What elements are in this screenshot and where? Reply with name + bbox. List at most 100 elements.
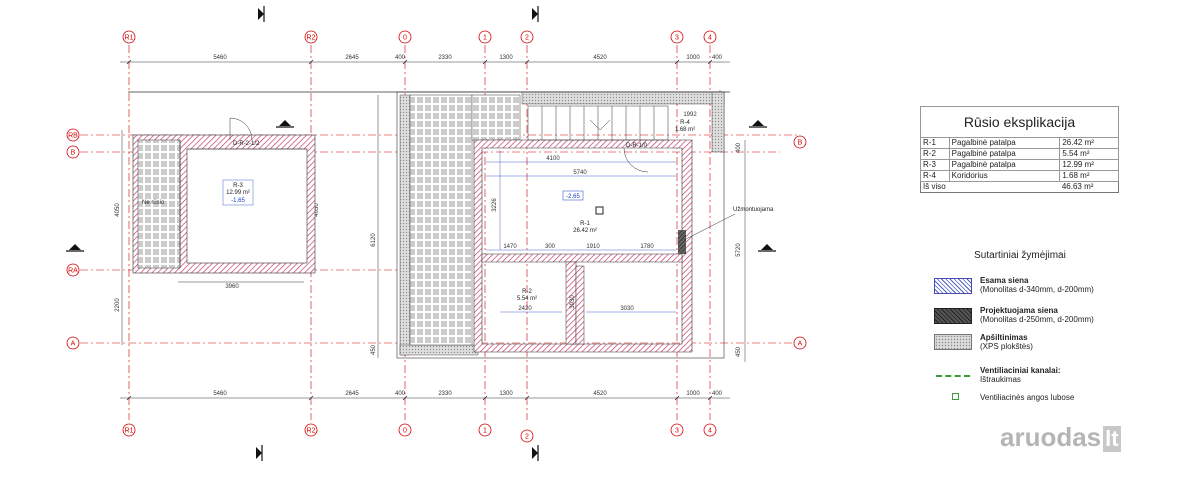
legend-projected-wall: Projektuojama siena (Monolitas d-250mm, … [980, 306, 1094, 324]
legend-projected-sub: (Monolitas d-250mm, d-200mm) [980, 315, 1094, 324]
legend-vent-sub: Ištraukimas [980, 375, 1021, 384]
row-code: R-1 [920, 137, 950, 149]
dim-top: 2330 [438, 55, 452, 61]
table-row: R-2 Pagalbinė patalpa 5.54 m² [920, 148, 1119, 160]
row-code: R-2 [920, 148, 950, 160]
row-area: 12.99 m² [1059, 159, 1119, 171]
dim-room1: 300 [545, 244, 556, 250]
existing-wall-swatch [934, 278, 972, 294]
total-label: Iš viso [923, 182, 946, 191]
room-r1-door: D-R-1/0 [626, 143, 648, 149]
watermark-suffix: lt [1103, 426, 1121, 452]
dim-top: 4520 [593, 55, 607, 61]
dim-right: 400 [736, 142, 742, 153]
projected-wall-swatch [934, 308, 972, 324]
axis-left-label: RA [68, 268, 78, 275]
axis-bottom-label: 1 [483, 428, 487, 435]
axis-top-label: 3 [675, 35, 679, 42]
dim-bottom: 2645 [345, 391, 359, 397]
dim-bottom: 1300 [499, 391, 513, 397]
outside-label: Ne rūsio [142, 200, 165, 206]
axis-top-label: R1 [125, 35, 134, 42]
room-r1-level: -2.65 [566, 194, 580, 200]
table-row: R-4 Koridorius 1.68 m² [920, 170, 1119, 182]
room-r2-code: R-2 [522, 289, 532, 295]
dim-room2: 3030 [620, 306, 634, 312]
total-row: Iš viso 46.63 m² [921, 182, 1119, 193]
dim-bottom: 1000 [686, 391, 700, 397]
room-r4-area: 1.68 m² [675, 127, 695, 133]
row-name: Koridorius [948, 170, 1061, 182]
legend-vent-channels: Ventiliaciniai kanalai: Ištraukimas [980, 366, 1060, 384]
row-area: 26.42 m² [1059, 137, 1119, 149]
axis-top-label: 1 [483, 35, 487, 42]
axis-top-label: 4 [708, 35, 712, 42]
dim-room1: 1910 [586, 244, 600, 250]
dim-room2: 3930 [570, 295, 576, 309]
dim-mid: 6120 [371, 233, 377, 247]
legend-existing-wall: Esama siena (Monolitas d-340mm, d-200mm) [980, 276, 1094, 294]
dim-room2: 2420 [518, 306, 532, 312]
axis-right-label: A [798, 341, 803, 348]
row-name: Pagalbinė patalpa [948, 137, 1061, 149]
dim-right: 5720 [736, 243, 742, 257]
row-area: 1.68 m² [1059, 170, 1119, 182]
dim-top: 1000 [686, 55, 700, 61]
vent-opening-icon [952, 393, 959, 400]
row-name: Pagalbinė patalpa [948, 159, 1061, 171]
dim-room1: 4100 [546, 156, 560, 162]
axis-bottom-label: 2 [525, 434, 529, 441]
dim-bottom: 2330 [438, 391, 452, 397]
room-r2-area: 5.54 m² [517, 296, 537, 302]
axis-bottom-label: 3 [675, 428, 679, 435]
axis-left-label: RB [68, 133, 78, 140]
main-building: 4100 5740 3226 1470 300 1910 1780 2420 3… [396, 91, 774, 359]
axis-bottom-label: R2 [307, 428, 316, 435]
row-code: R-3 [920, 159, 950, 171]
dim-bottom: 5460 [213, 391, 227, 397]
total-area: 46.63 m² [1061, 182, 1094, 191]
dim-bottom: 4520 [593, 391, 607, 397]
legend-insulation-sub: (XPS plokštės) [980, 342, 1033, 351]
axis-left-label: A [71, 341, 76, 348]
dim-top: 400 [712, 55, 723, 61]
legend-existing-sub: (Monolitas d-340mm, d-200mm) [980, 285, 1094, 294]
dim-room1: 1780 [640, 244, 654, 250]
legend-title: Sutartiniai žymėjimai [974, 250, 1066, 261]
dim-left: 4050 [115, 203, 121, 217]
legend-insulation: Apšiltinimas (XPS plokštės) [980, 333, 1033, 351]
row-name: Pagalbinė patalpa [948, 148, 1061, 160]
dim-room1: 3226 [492, 198, 498, 212]
table-row: R-1 Pagalbinė patalpa 26.42 m² [920, 137, 1119, 149]
legend-existing-title: Esama siena [980, 276, 1029, 285]
legend-vent-openings-title: Ventiliacinės angos lubose [980, 393, 1075, 402]
dim-top: 5460 [213, 55, 227, 61]
axis-right-label: B [798, 140, 803, 147]
room-r3-level: -1.65 [231, 198, 245, 204]
dim-room1: 5740 [573, 170, 587, 176]
room-r1-area: 26.42 m² [573, 228, 597, 234]
dim-mid: 3960 [225, 284, 239, 290]
dim-bottom: 400 [712, 391, 723, 397]
watermark-text: aruodas [1000, 422, 1102, 452]
legend-vent-openings: Ventiliacinės angos lubose [980, 393, 1074, 402]
axis-top-label: 2 [525, 35, 529, 42]
row-code: R-4 [920, 170, 950, 182]
dim-room1: 1470 [503, 244, 517, 250]
axis-top-label: 0 [403, 35, 407, 42]
room-r3-code: R-3 [233, 183, 243, 189]
room-r3-area: 12.99 m² [226, 190, 250, 196]
explication-table: Rūsio eksplikacija R-1 Pagalbinė patalpa… [920, 106, 1119, 193]
dim-top: 400 [395, 55, 406, 61]
dim-mid: 4050 [314, 203, 320, 217]
legend-vent-title: Ventiliaciniai kanalai: [980, 366, 1061, 375]
axis-top-label: R2 [307, 35, 316, 42]
dim-bottom: 400 [395, 391, 406, 397]
row-area: 5.54 m² [1059, 148, 1119, 160]
dim-room2: 1992 [683, 112, 697, 118]
legend-insulation-title: Apšiltinimas [980, 333, 1028, 342]
axis-bottom-label: 4 [708, 428, 712, 435]
room-r1-code: R-1 [580, 221, 590, 227]
axis-bottom-label: 0 [403, 428, 407, 435]
